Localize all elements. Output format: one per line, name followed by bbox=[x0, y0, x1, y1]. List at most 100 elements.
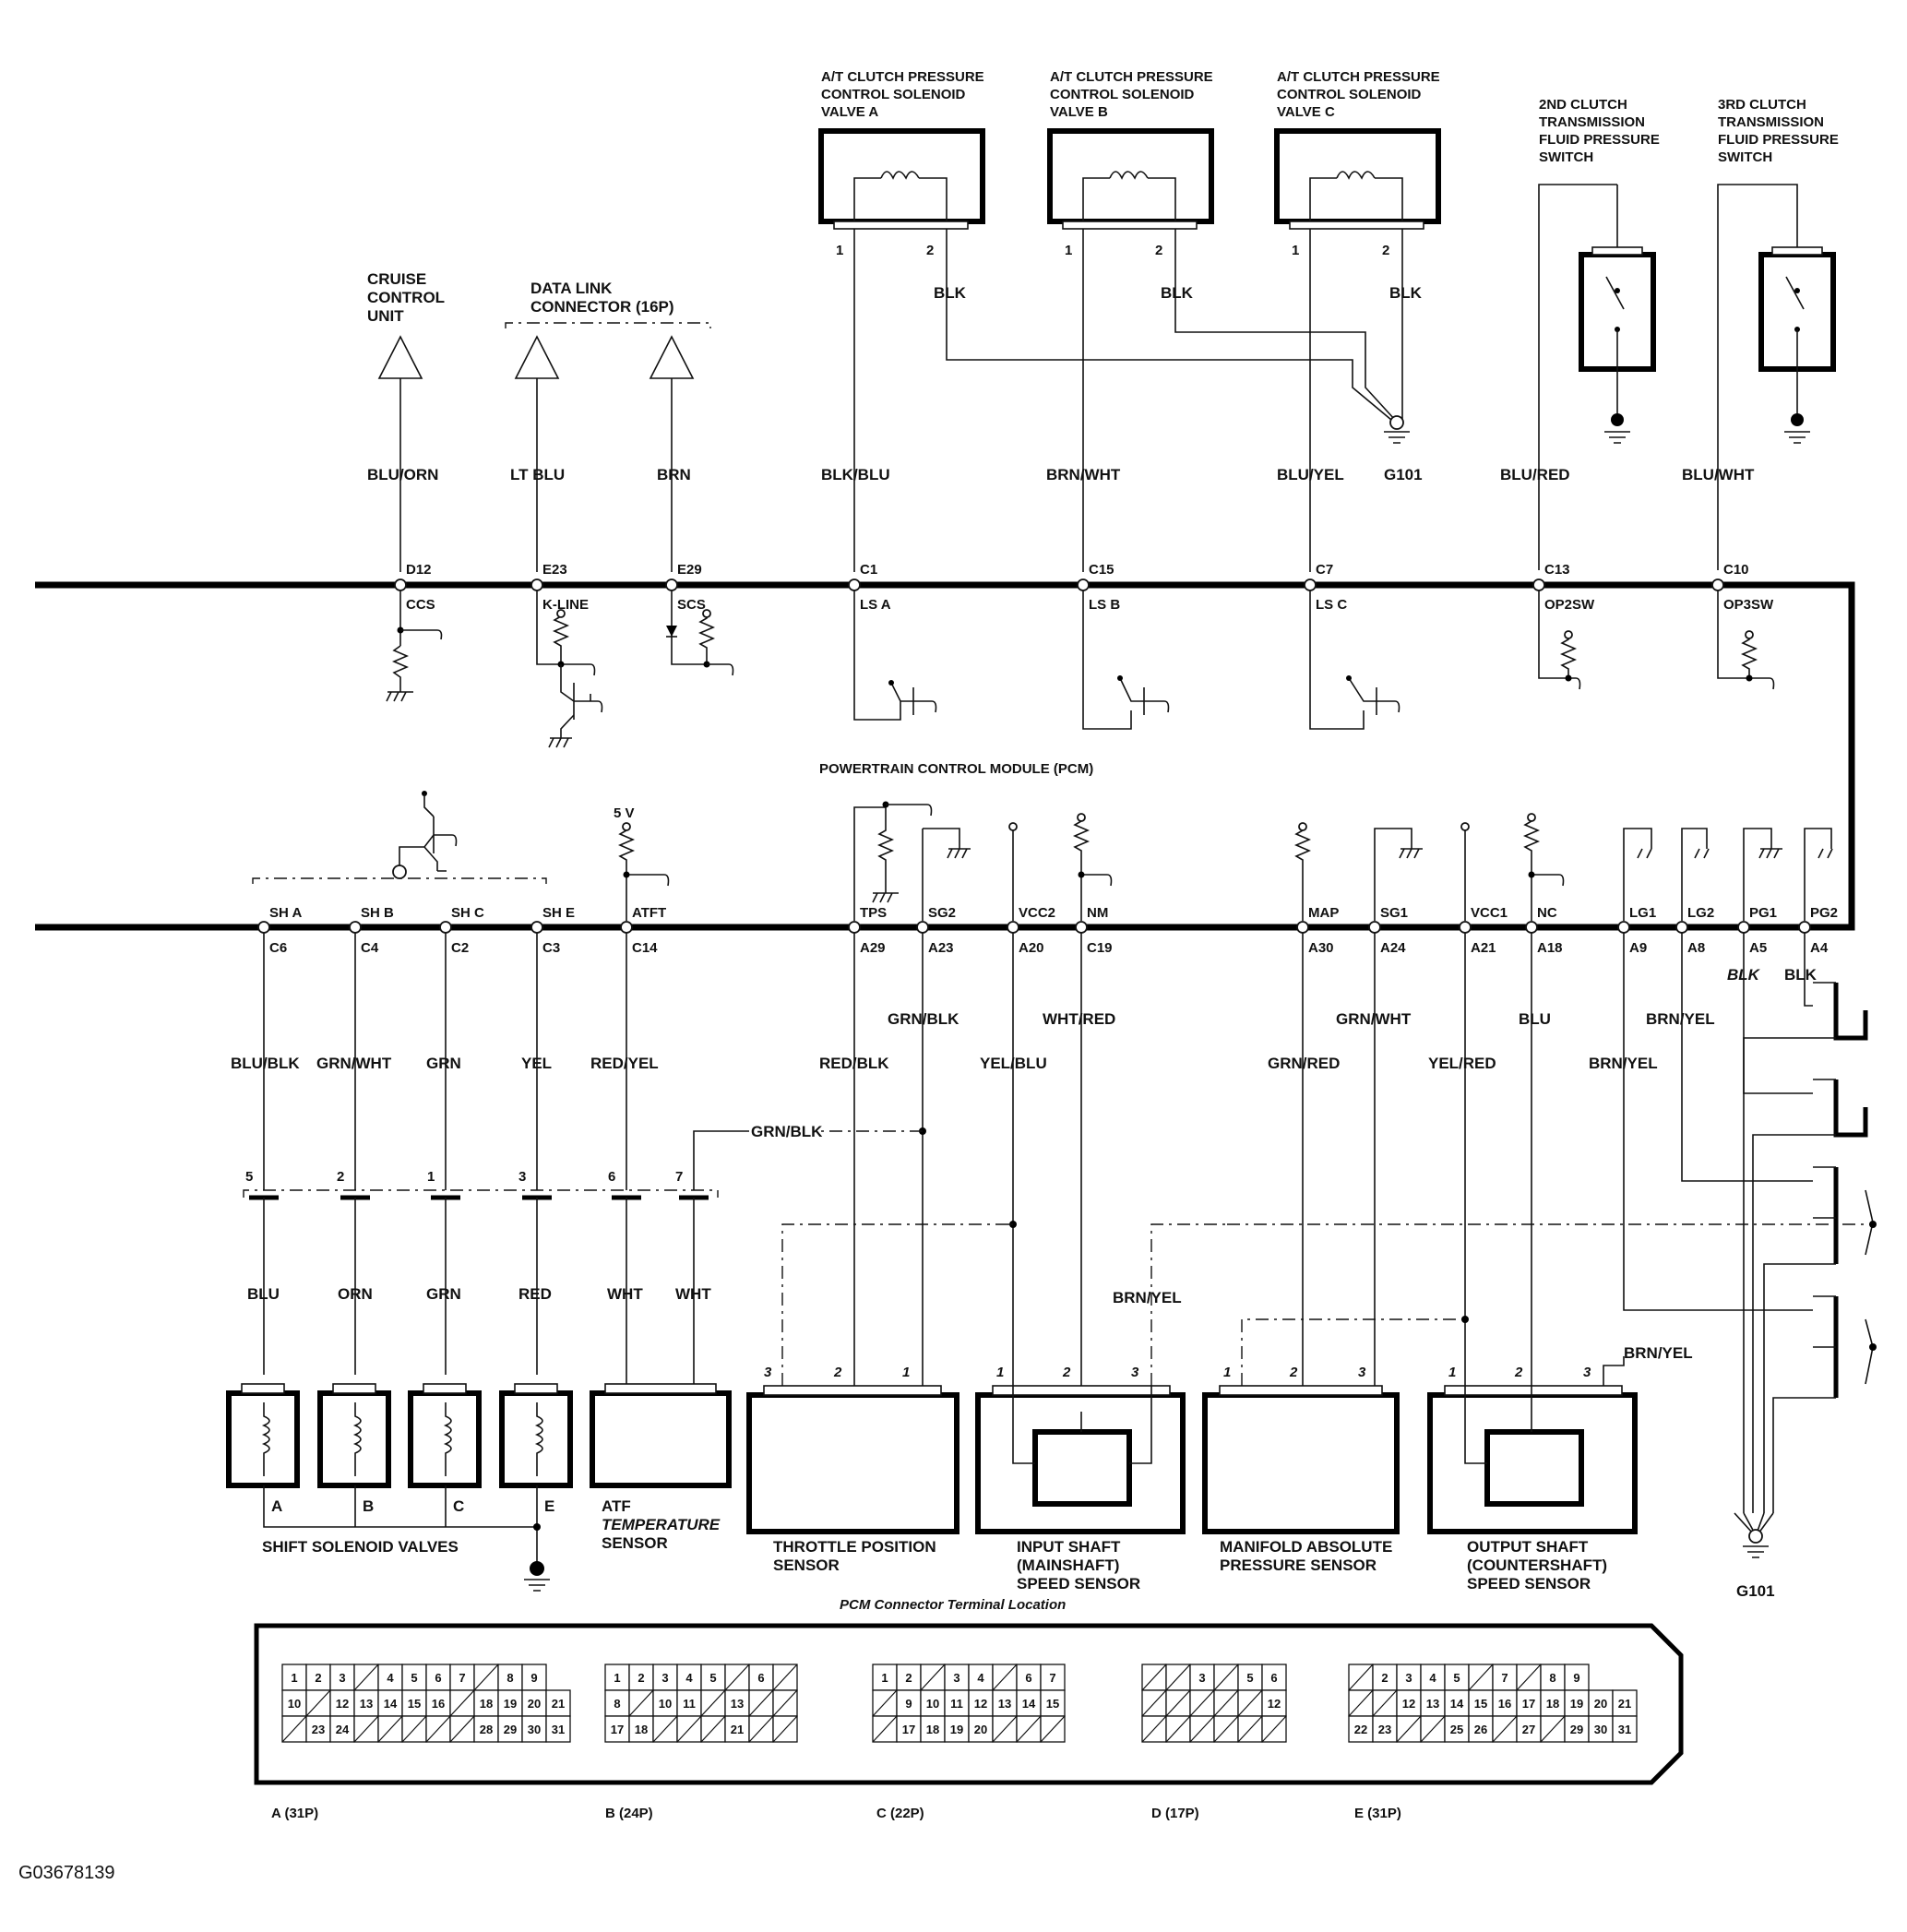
unused-terminal-mark bbox=[1165, 1664, 1191, 1691]
pin-label: D12 bbox=[406, 562, 432, 578]
solenoid-letter: E bbox=[544, 1497, 554, 1515]
terminal-number: 2 bbox=[1381, 1671, 1388, 1685]
wire-color-label: BRN/YEL bbox=[1113, 1289, 1182, 1306]
terminal-number: 17 bbox=[902, 1723, 915, 1736]
terminal-cell bbox=[1612, 1715, 1638, 1743]
sensor-pin-label: 2 bbox=[1062, 1365, 1071, 1380]
sensor-pin-label: 3 bbox=[764, 1365, 772, 1380]
solenoid-b-title-3: VALVE B bbox=[1050, 104, 1108, 120]
terminal-number: 21 bbox=[552, 1697, 565, 1711]
ground-splice-g101: G101 bbox=[1623, 933, 1877, 1600]
unused-terminal-mark bbox=[676, 1715, 702, 1743]
svg-text:1: 1 bbox=[1065, 243, 1072, 258]
unused-terminal-mark bbox=[1516, 1664, 1542, 1691]
svg-text:2: 2 bbox=[1155, 243, 1162, 258]
solenoid-a-title-3: VALVE A bbox=[821, 104, 878, 120]
wire-color-label: BLU bbox=[1519, 1010, 1551, 1028]
pcm-title: POWERTRAIN CONTROL MODULE (PCM) bbox=[819, 761, 1093, 777]
wire-color-label: BLK bbox=[1784, 966, 1818, 984]
unused-terminal-mark bbox=[1141, 1664, 1167, 1691]
manifold-absolute-pressure-sensor: 1 2 3 MANIFOLD ABSOLUTE PRESSURE SENSOR bbox=[1202, 1318, 1467, 1574]
signal-label: OP2SW bbox=[1544, 597, 1595, 613]
terminal-cell bbox=[473, 1715, 499, 1743]
terminal-number: 20 bbox=[1594, 1697, 1607, 1711]
cruise-title-2: CONTROL bbox=[367, 289, 445, 306]
unused-terminal-mark bbox=[1372, 1689, 1398, 1717]
wire-color-label: BLU/WHT bbox=[1682, 466, 1755, 483]
terminal-cell bbox=[1189, 1664, 1215, 1691]
wire-color-label: GRN/RED bbox=[1268, 1055, 1340, 1072]
wire-color-label: GRN/WHT bbox=[1336, 1010, 1412, 1028]
unused-terminal-mark bbox=[425, 1715, 451, 1743]
unused-terminal-mark bbox=[872, 1715, 898, 1743]
coil-icon bbox=[534, 1402, 543, 1476]
2nd-clutch-pressure-switch: 2ND CLUTCH TRANSMISSION FLUID PRESSURE S… bbox=[1538, 97, 1660, 570]
terminal-number: 11 bbox=[950, 1697, 963, 1711]
wire-color-label: BLU/YEL bbox=[1277, 466, 1344, 483]
terminal-number: 4 bbox=[387, 1671, 394, 1685]
pin-label: A20 bbox=[1019, 940, 1044, 956]
wire-color-label: GRN/BLK bbox=[888, 1010, 959, 1028]
ground-icon bbox=[1604, 431, 1630, 444]
wire-color-label: BLU/RED bbox=[1500, 466, 1570, 483]
cruise-control-unit: CRUISE CONTROL UNIT bbox=[367, 270, 445, 379]
pin-label: A30 bbox=[1308, 940, 1334, 956]
wire-color-label: BRN/WHT bbox=[1046, 466, 1121, 483]
unused-terminal-mark bbox=[1141, 1689, 1167, 1717]
connector-name: B (24P) bbox=[605, 1806, 653, 1821]
terminal-number: 6 bbox=[757, 1671, 764, 1685]
svg-text:2: 2 bbox=[1382, 243, 1389, 258]
terminal-number: 16 bbox=[1498, 1697, 1511, 1711]
terminal-number: 2 bbox=[638, 1671, 644, 1685]
terminal-number: 29 bbox=[1570, 1723, 1583, 1736]
terminal-cell bbox=[425, 1689, 451, 1717]
unused-terminal-mark bbox=[1348, 1664, 1374, 1691]
terminal-cell bbox=[329, 1689, 355, 1717]
unused-terminal-mark bbox=[700, 1689, 726, 1717]
terminal-number: 12 bbox=[1402, 1697, 1415, 1711]
wire-color-label: BRN/YEL bbox=[1624, 1344, 1693, 1362]
connector-name: C (22P) bbox=[876, 1806, 924, 1821]
output-title-1: OUTPUT SHAFT bbox=[1467, 1538, 1589, 1556]
signal-label: CCS bbox=[406, 597, 435, 613]
terminal-cell bbox=[944, 1715, 970, 1743]
pin-label: A29 bbox=[860, 940, 886, 956]
terminal-number: 31 bbox=[1618, 1723, 1631, 1736]
pcm-bottom-terminals: SH A SH B SH C SH E ATFT TPS SG2 VCC2 NM… bbox=[257, 905, 1838, 956]
terminal-number: 17 bbox=[1522, 1697, 1535, 1711]
sensor-pin-label: 1 bbox=[902, 1365, 910, 1380]
pin-label: A9 bbox=[1629, 940, 1647, 956]
switch3-title-3: FLUID PRESSURE bbox=[1718, 132, 1839, 148]
solenoid-c-title-1: A/T CLUTCH PRESSURE bbox=[1277, 69, 1440, 85]
ground-icon bbox=[1384, 431, 1410, 444]
wire-color-label: YEL/BLU bbox=[980, 1055, 1047, 1072]
signal-label: OP3SW bbox=[1723, 597, 1774, 613]
pin-label: C3 bbox=[542, 940, 560, 956]
terminal-number: 24 bbox=[336, 1723, 350, 1736]
input-shaft-speed-sensor: 1 2 3 INPUT SHAFT (MAINSHAFT) SPEED SENS… bbox=[975, 1223, 1227, 1592]
sensor-pin-label: 3 bbox=[1131, 1365, 1139, 1380]
unused-terminal-mark bbox=[449, 1689, 475, 1717]
blk-wire-label: BLK bbox=[1161, 284, 1194, 302]
unused-terminal-mark bbox=[1396, 1715, 1422, 1743]
terminal-number: 4 bbox=[1429, 1671, 1436, 1685]
solenoid-c-title-2: CONTROL SOLENOID bbox=[1277, 87, 1422, 102]
unused-terminal-mark bbox=[1165, 1689, 1191, 1717]
pin-label: E23 bbox=[542, 562, 567, 578]
unused-terminal-mark bbox=[1213, 1715, 1239, 1743]
terminal-number: 19 bbox=[504, 1697, 517, 1711]
connector-pin-label: 3 bbox=[518, 1169, 526, 1185]
terminal-number: 10 bbox=[926, 1697, 939, 1711]
terminal-number: 14 bbox=[1450, 1697, 1464, 1711]
switch2-title-2: TRANSMISSION bbox=[1539, 114, 1645, 130]
terminal-cell bbox=[604, 1715, 630, 1743]
switch2-title-3: FLUID PRESSURE bbox=[1539, 132, 1660, 148]
terminal-cell bbox=[968, 1664, 994, 1691]
wire-color-label: GRN/BLK bbox=[751, 1123, 823, 1140]
terminal-number: 26 bbox=[1474, 1723, 1487, 1736]
dlc-title-2: CONNECTOR (16P) bbox=[530, 298, 674, 316]
terminal-number: 3 bbox=[661, 1671, 668, 1685]
terminal-cell bbox=[1040, 1689, 1066, 1717]
